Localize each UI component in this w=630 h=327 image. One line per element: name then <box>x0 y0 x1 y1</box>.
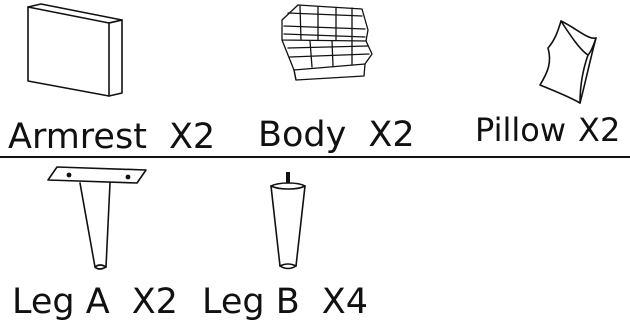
label-leg-a-name: Leg A <box>12 282 110 322</box>
label-pillow: Pillow X2 <box>475 114 620 146</box>
label-pillow-name: Pillow <box>475 111 567 149</box>
armrest-illustration <box>27 3 123 97</box>
label-pillow-qty: X2 <box>578 111 621 149</box>
body-illustration <box>281 4 373 81</box>
label-leg-b: Leg B X4 <box>202 285 368 320</box>
label-leg-b-name: Leg B <box>202 282 300 322</box>
label-body-name: Body <box>258 115 347 155</box>
label-leg-a-qty: X2 <box>131 282 178 322</box>
label-leg-b-qty: X4 <box>321 282 369 322</box>
pillow-illustration <box>539 20 597 104</box>
label-armrest-name: Armrest <box>8 117 147 157</box>
leg-a-illustration <box>47 166 147 270</box>
label-armrest: Armrest X2 <box>8 120 215 155</box>
label-armrest-qty: X2 <box>168 117 216 157</box>
leg-b-illustration <box>270 172 306 270</box>
label-body: Body X2 <box>258 118 415 153</box>
label-body-qty: X2 <box>368 115 415 155</box>
label-leg-a: Leg A X2 <box>12 285 178 320</box>
